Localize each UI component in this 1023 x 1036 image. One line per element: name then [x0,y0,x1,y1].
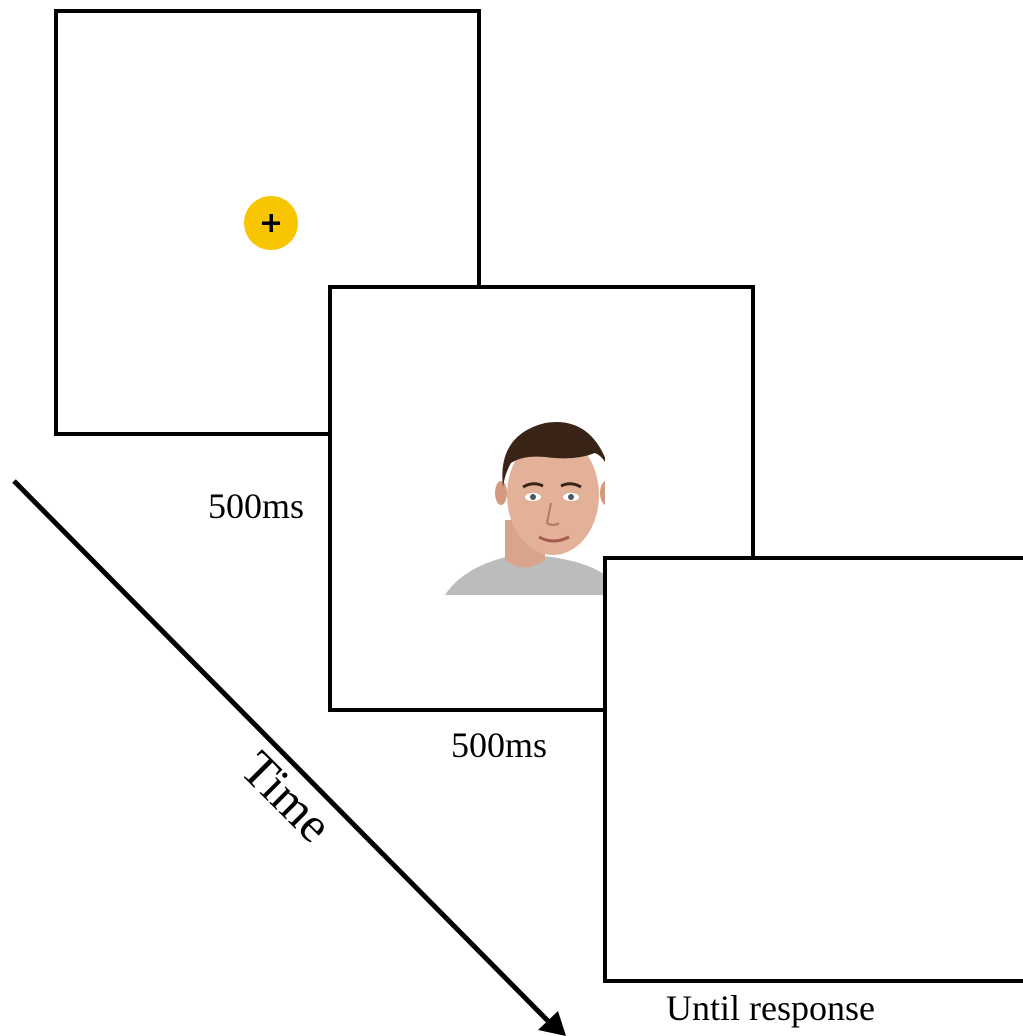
fixation-dot [244,196,298,250]
face-photo [445,422,605,595]
fixation-duration-label: 500ms [208,486,305,526]
fixation-cross-icon [262,214,280,232]
time-label: Time [230,739,344,853]
response-duration-label: Until response [666,988,875,1028]
face-duration-label: 500ms [451,725,548,765]
response-screen [603,556,1023,983]
